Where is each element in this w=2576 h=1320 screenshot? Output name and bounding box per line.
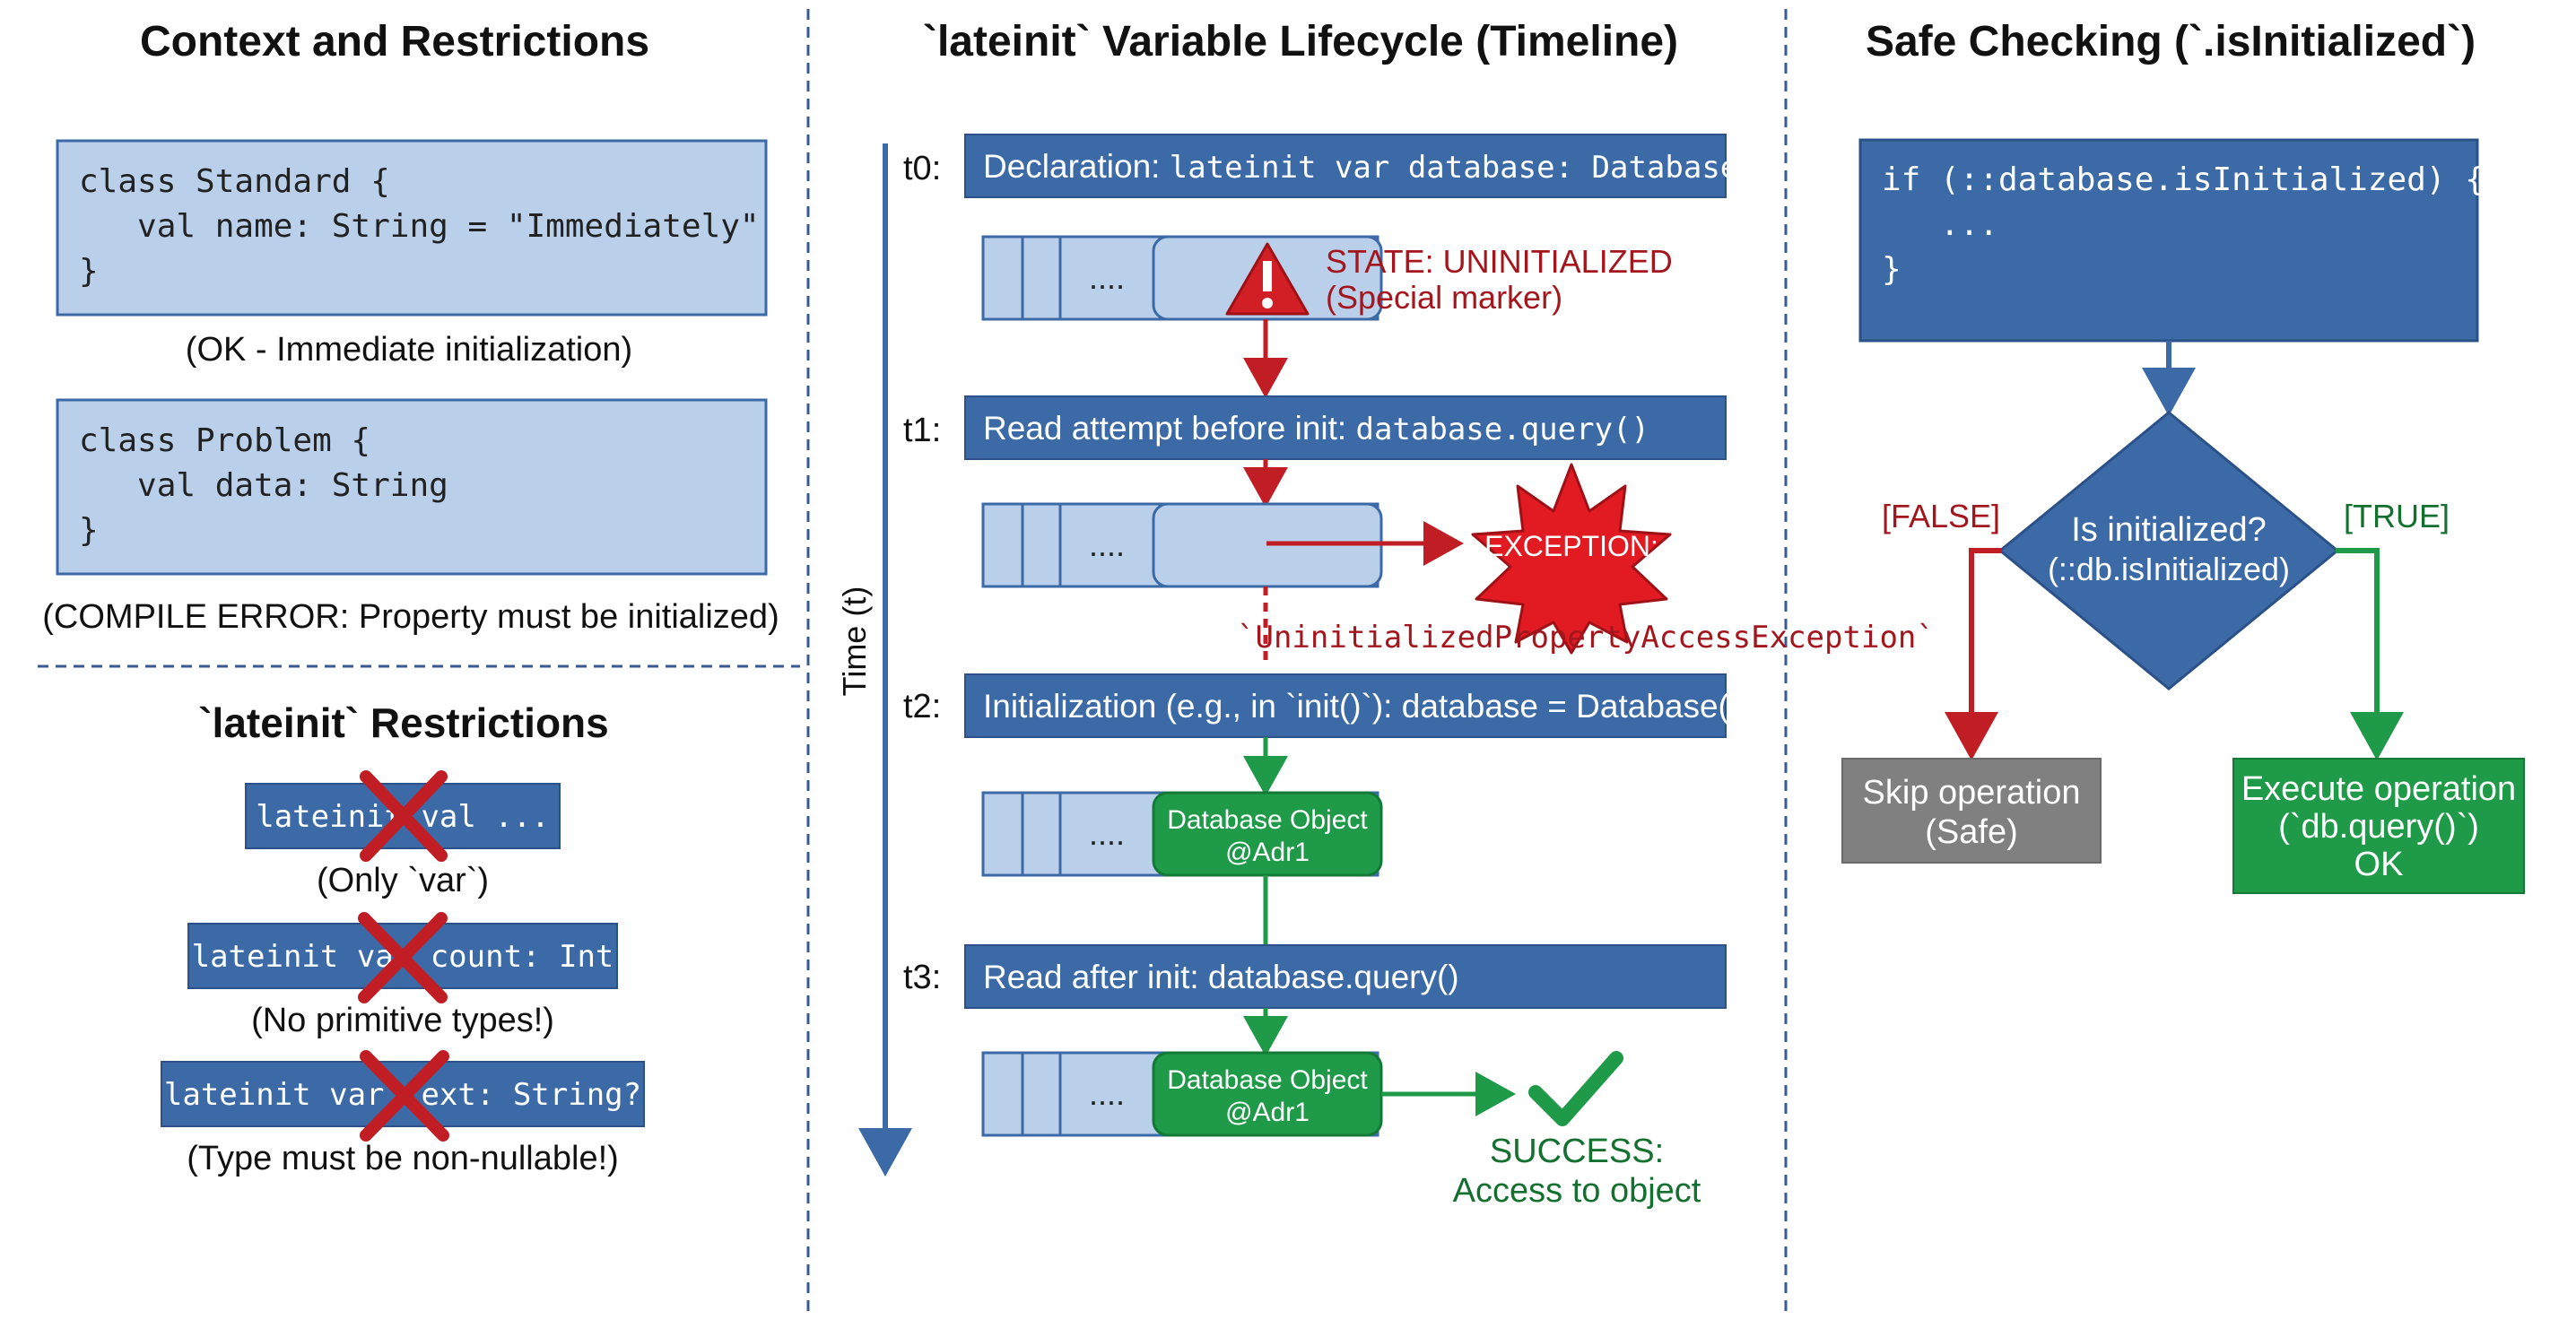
skip-operation-box [1841, 758, 2102, 864]
code-line: class Problem { [79, 422, 370, 459]
code-line: val data: String [79, 467, 448, 504]
state-label: STATE: UNINITIALIZED [1326, 243, 1673, 280]
slot-dots: .... [1089, 526, 1125, 563]
skip-label: Skip operation [1863, 774, 2081, 812]
check-code-box [1858, 138, 2479, 343]
execute-sublabel: (`db.query()`) [2278, 808, 2479, 846]
restriction-caption: (No primitive types!) [251, 1002, 554, 1039]
step-bar-read-attempt [964, 395, 1727, 460]
right-title: Safe Checking (`.isInitialized`) [1866, 18, 2476, 65]
step-bar-read-after-init [964, 944, 1727, 1009]
time-axis-label: Time (t) [836, 586, 873, 697]
exception-name: `UninitializedPropertyAccessException` [1237, 620, 1935, 656]
step-bar-initialization [964, 673, 1727, 738]
middle-title: `lateinit` Variable Lifecycle (Timeline) [923, 18, 1678, 65]
slot-dots: .... [1089, 259, 1125, 296]
false-branch-arrow [1945, 548, 2002, 760]
object-label: Database Object [1167, 805, 1368, 835]
caption-standard: (OK - Immediate initialization) [186, 331, 632, 369]
code-line: if (::database.isInitialized) { [1882, 161, 2485, 198]
restriction-code-box [161, 1061, 645, 1127]
time-label: t0: [903, 150, 941, 187]
exception-burst-icon [1471, 463, 1672, 655]
decision-diamond [1997, 411, 2340, 690]
success-label: SUCCESS: [1490, 1133, 1664, 1170]
restriction-caption: (Type must be non-nullable!) [187, 1140, 619, 1177]
memory-slot-initialized [981, 791, 1383, 877]
checkmark-icon [1528, 1051, 1623, 1126]
code-line: } [1882, 251, 1902, 288]
step-bar-declaration [964, 134, 1727, 198]
execute-status: OK [2354, 846, 2404, 883]
caption-problem: (COMPILE ERROR: Property must be initial… [42, 598, 779, 636]
restrictions-title: `lateinit` Restrictions [198, 699, 609, 746]
execute-label: Execute operation [2241, 770, 2516, 808]
memory-slot-initialized [981, 1051, 1383, 1137]
code-box-problem [56, 398, 768, 576]
decision-label: Is initialized? [2071, 511, 2267, 549]
step-text: Initialization (e.g., in `init()`): data… [983, 688, 1740, 725]
code-line: ... [1882, 206, 1998, 243]
step-text: Read after init: database.query() [983, 959, 1459, 995]
state-sublabel: (Special marker) [1326, 279, 1562, 316]
time-label: t3: [903, 959, 941, 996]
step-text: Declaration: lateinit var database: Data… [983, 148, 1738, 186]
code-line: } [79, 512, 99, 549]
object-address: @Adr1 [1225, 838, 1310, 867]
code-box-standard [56, 139, 768, 317]
decision-sublabel: (::db.isInitialized) [2048, 551, 2290, 587]
left-title: Context and Restrictions [140, 18, 649, 65]
true-label: [TRUE] [2344, 498, 2450, 534]
red-x-icon [360, 1050, 449, 1142]
success-sublabel: Access to object [1453, 1172, 1701, 1210]
red-x-icon [358, 912, 448, 1003]
execute-operation-box [2232, 758, 2525, 894]
true-branch-arrow [2336, 548, 2404, 760]
time-label: t1: [903, 412, 941, 449]
code-line: class Standard { [79, 163, 390, 200]
red-x-icon [360, 770, 448, 862]
warning-icon [1225, 242, 1310, 316]
slot-dots: .... [1089, 815, 1125, 852]
exception-label: EXCEPTION: [1484, 530, 1658, 562]
slot-dots: .... [1089, 1075, 1125, 1112]
false-label: [FALSE] [1882, 498, 2000, 534]
object-label: Database Object [1167, 1065, 1368, 1095]
object-address: @Adr1 [1225, 1098, 1310, 1127]
code-line: } [79, 253, 99, 290]
time-label: t2: [903, 688, 941, 725]
code-line: val name: String = "Immediately" [79, 208, 760, 245]
restriction-caption: (Only `var`) [317, 862, 489, 899]
memory-slot-uninitialized [981, 235, 1383, 321]
skip-sublabel: (Safe) [1925, 813, 2017, 851]
step-text: Read attempt before init: database.query… [983, 410, 1649, 447]
